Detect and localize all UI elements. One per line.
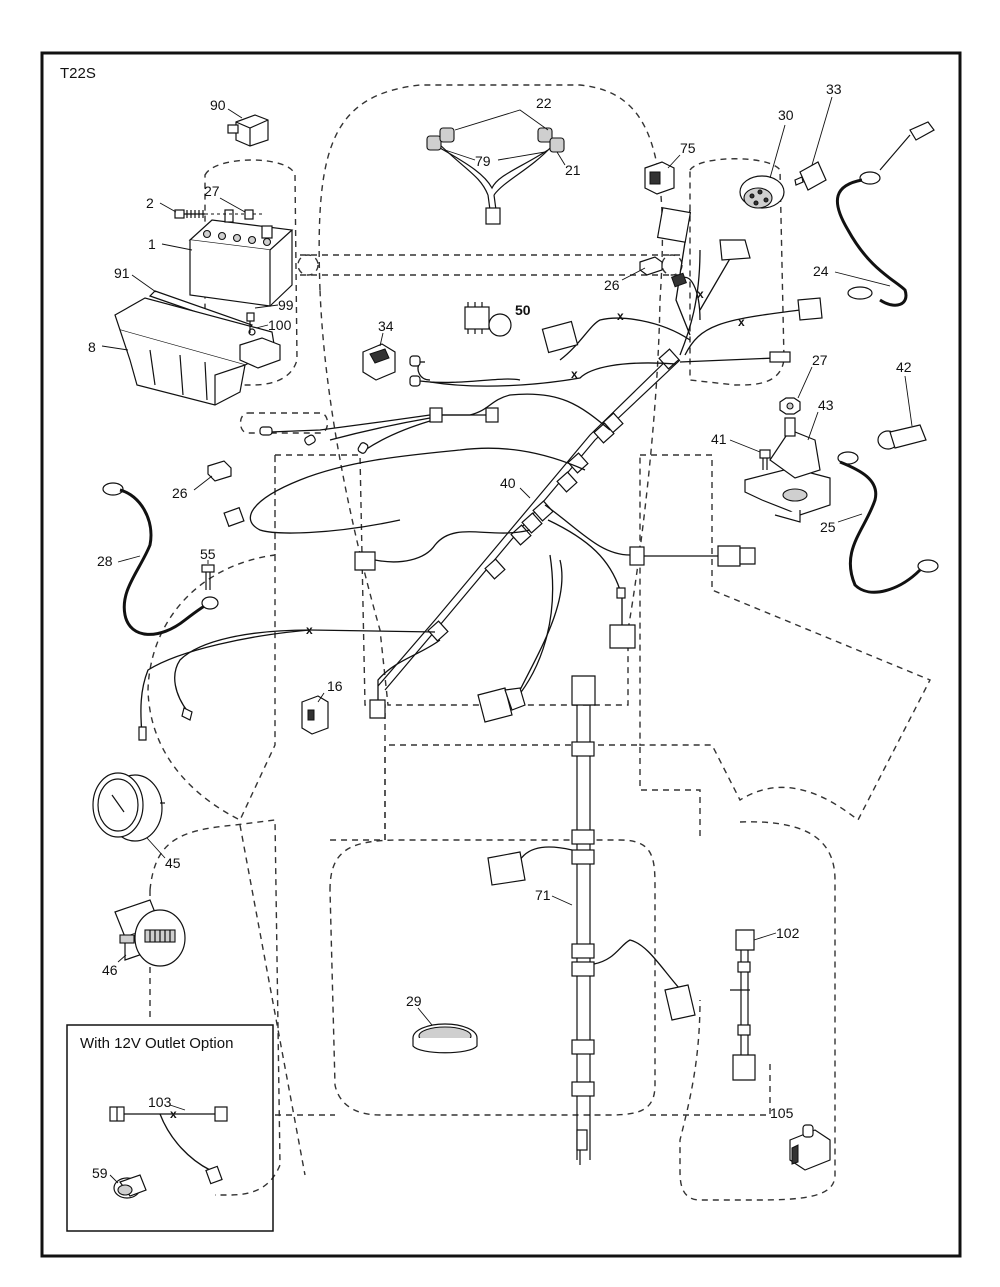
callout-55: 55 bbox=[200, 546, 216, 562]
part-90-connector bbox=[227, 114, 269, 147]
callout-25: 25 bbox=[820, 519, 836, 535]
callout-21: 21 bbox=[565, 162, 581, 178]
callout-33: 33 bbox=[826, 81, 842, 97]
callout-91: 91 bbox=[114, 265, 130, 281]
part-33-key bbox=[794, 161, 827, 191]
callout-26-top: 26 bbox=[604, 277, 620, 293]
part-46-hour-meter bbox=[114, 899, 186, 967]
svg-text:x: x bbox=[571, 367, 578, 381]
part-75-switch bbox=[644, 161, 675, 195]
option-box: With 12V Outlet Option x 103 59 bbox=[66, 1024, 274, 1232]
callout-34: 34 bbox=[378, 318, 394, 334]
part-21-22-headlight-harness bbox=[426, 127, 565, 225]
callout-22: 22 bbox=[536, 95, 552, 111]
callout-105: 105 bbox=[770, 1105, 794, 1121]
callout-1: 1 bbox=[148, 236, 156, 252]
callout-27-top: 27 bbox=[204, 183, 220, 199]
part-103-outlet-harness: x bbox=[109, 1106, 228, 1185]
part-42-terminal-boot bbox=[877, 424, 927, 450]
callout-90: 90 bbox=[210, 97, 226, 113]
part-26-fuse-left bbox=[207, 460, 232, 482]
callout-16: 16 bbox=[327, 678, 343, 694]
part-24-battery-cable bbox=[836, 121, 935, 307]
callout-102: 102 bbox=[776, 925, 800, 941]
callout-43: 43 bbox=[818, 397, 834, 413]
callout-71: 71 bbox=[535, 887, 551, 903]
part-1-battery bbox=[188, 209, 294, 307]
callout-41: 41 bbox=[711, 431, 727, 447]
callout-50: 50 bbox=[515, 302, 531, 318]
callout-99: 99 bbox=[278, 297, 294, 313]
part-25-battery-cable bbox=[837, 451, 939, 594]
callout-42: 42 bbox=[896, 359, 912, 375]
callout-75: 75 bbox=[680, 140, 696, 156]
callout-27-right: 27 bbox=[812, 352, 828, 368]
callout-8: 8 bbox=[88, 339, 96, 355]
callout-79: 79 bbox=[475, 153, 491, 169]
part-29-grommet bbox=[412, 1023, 478, 1054]
callout-45: 45 bbox=[165, 855, 181, 871]
part-41-bolt bbox=[759, 449, 771, 470]
part-45-gauge bbox=[92, 772, 165, 842]
callout-26-left: 26 bbox=[172, 485, 188, 501]
part-105-switch bbox=[789, 1124, 831, 1171]
callout-30: 30 bbox=[778, 107, 794, 123]
part-30-ignition-switch bbox=[739, 175, 785, 209]
part-102-harness bbox=[730, 929, 756, 1081]
callout-29: 29 bbox=[406, 993, 422, 1009]
part-71-rear-harness bbox=[487, 675, 696, 1165]
part-34-switch bbox=[362, 343, 396, 381]
part-27-nut-right bbox=[779, 397, 801, 415]
part-16-relay bbox=[301, 695, 329, 735]
callout-59: 59 bbox=[92, 1165, 108, 1181]
part-99-bolt bbox=[246, 312, 255, 333]
part-26-fuse-top bbox=[639, 256, 663, 276]
part-27-nut bbox=[244, 209, 254, 220]
part-28-ground-cable bbox=[102, 482, 219, 636]
callout-28: 28 bbox=[97, 553, 113, 569]
part-50-relay bbox=[464, 302, 512, 337]
option-box-title: With 12V Outlet Option bbox=[80, 1035, 233, 1052]
svg-text:x: x bbox=[170, 1107, 177, 1121]
part-43-solenoid bbox=[744, 417, 831, 523]
part-40-main-harness: x x x x bbox=[138, 207, 823, 741]
callout-2: 2 bbox=[146, 195, 154, 211]
callout-46: 46 bbox=[102, 962, 118, 978]
svg-text:x: x bbox=[738, 315, 745, 329]
part-8-battery-tray bbox=[114, 297, 281, 406]
part-55-bolt bbox=[201, 564, 215, 590]
part-59-power-outlet bbox=[113, 1174, 147, 1199]
callout-40: 40 bbox=[500, 475, 516, 491]
callout-100: 100 bbox=[268, 317, 292, 333]
svg-text:x: x bbox=[306, 623, 313, 637]
diagram-frame bbox=[40, 51, 962, 1258]
part-2-bolt bbox=[174, 209, 265, 219]
model-code: T22S bbox=[60, 65, 96, 82]
svg-text:x: x bbox=[697, 287, 704, 301]
callout-24: 24 bbox=[813, 263, 829, 279]
callout-103: 103 bbox=[148, 1094, 172, 1110]
svg-text:x: x bbox=[617, 309, 624, 323]
